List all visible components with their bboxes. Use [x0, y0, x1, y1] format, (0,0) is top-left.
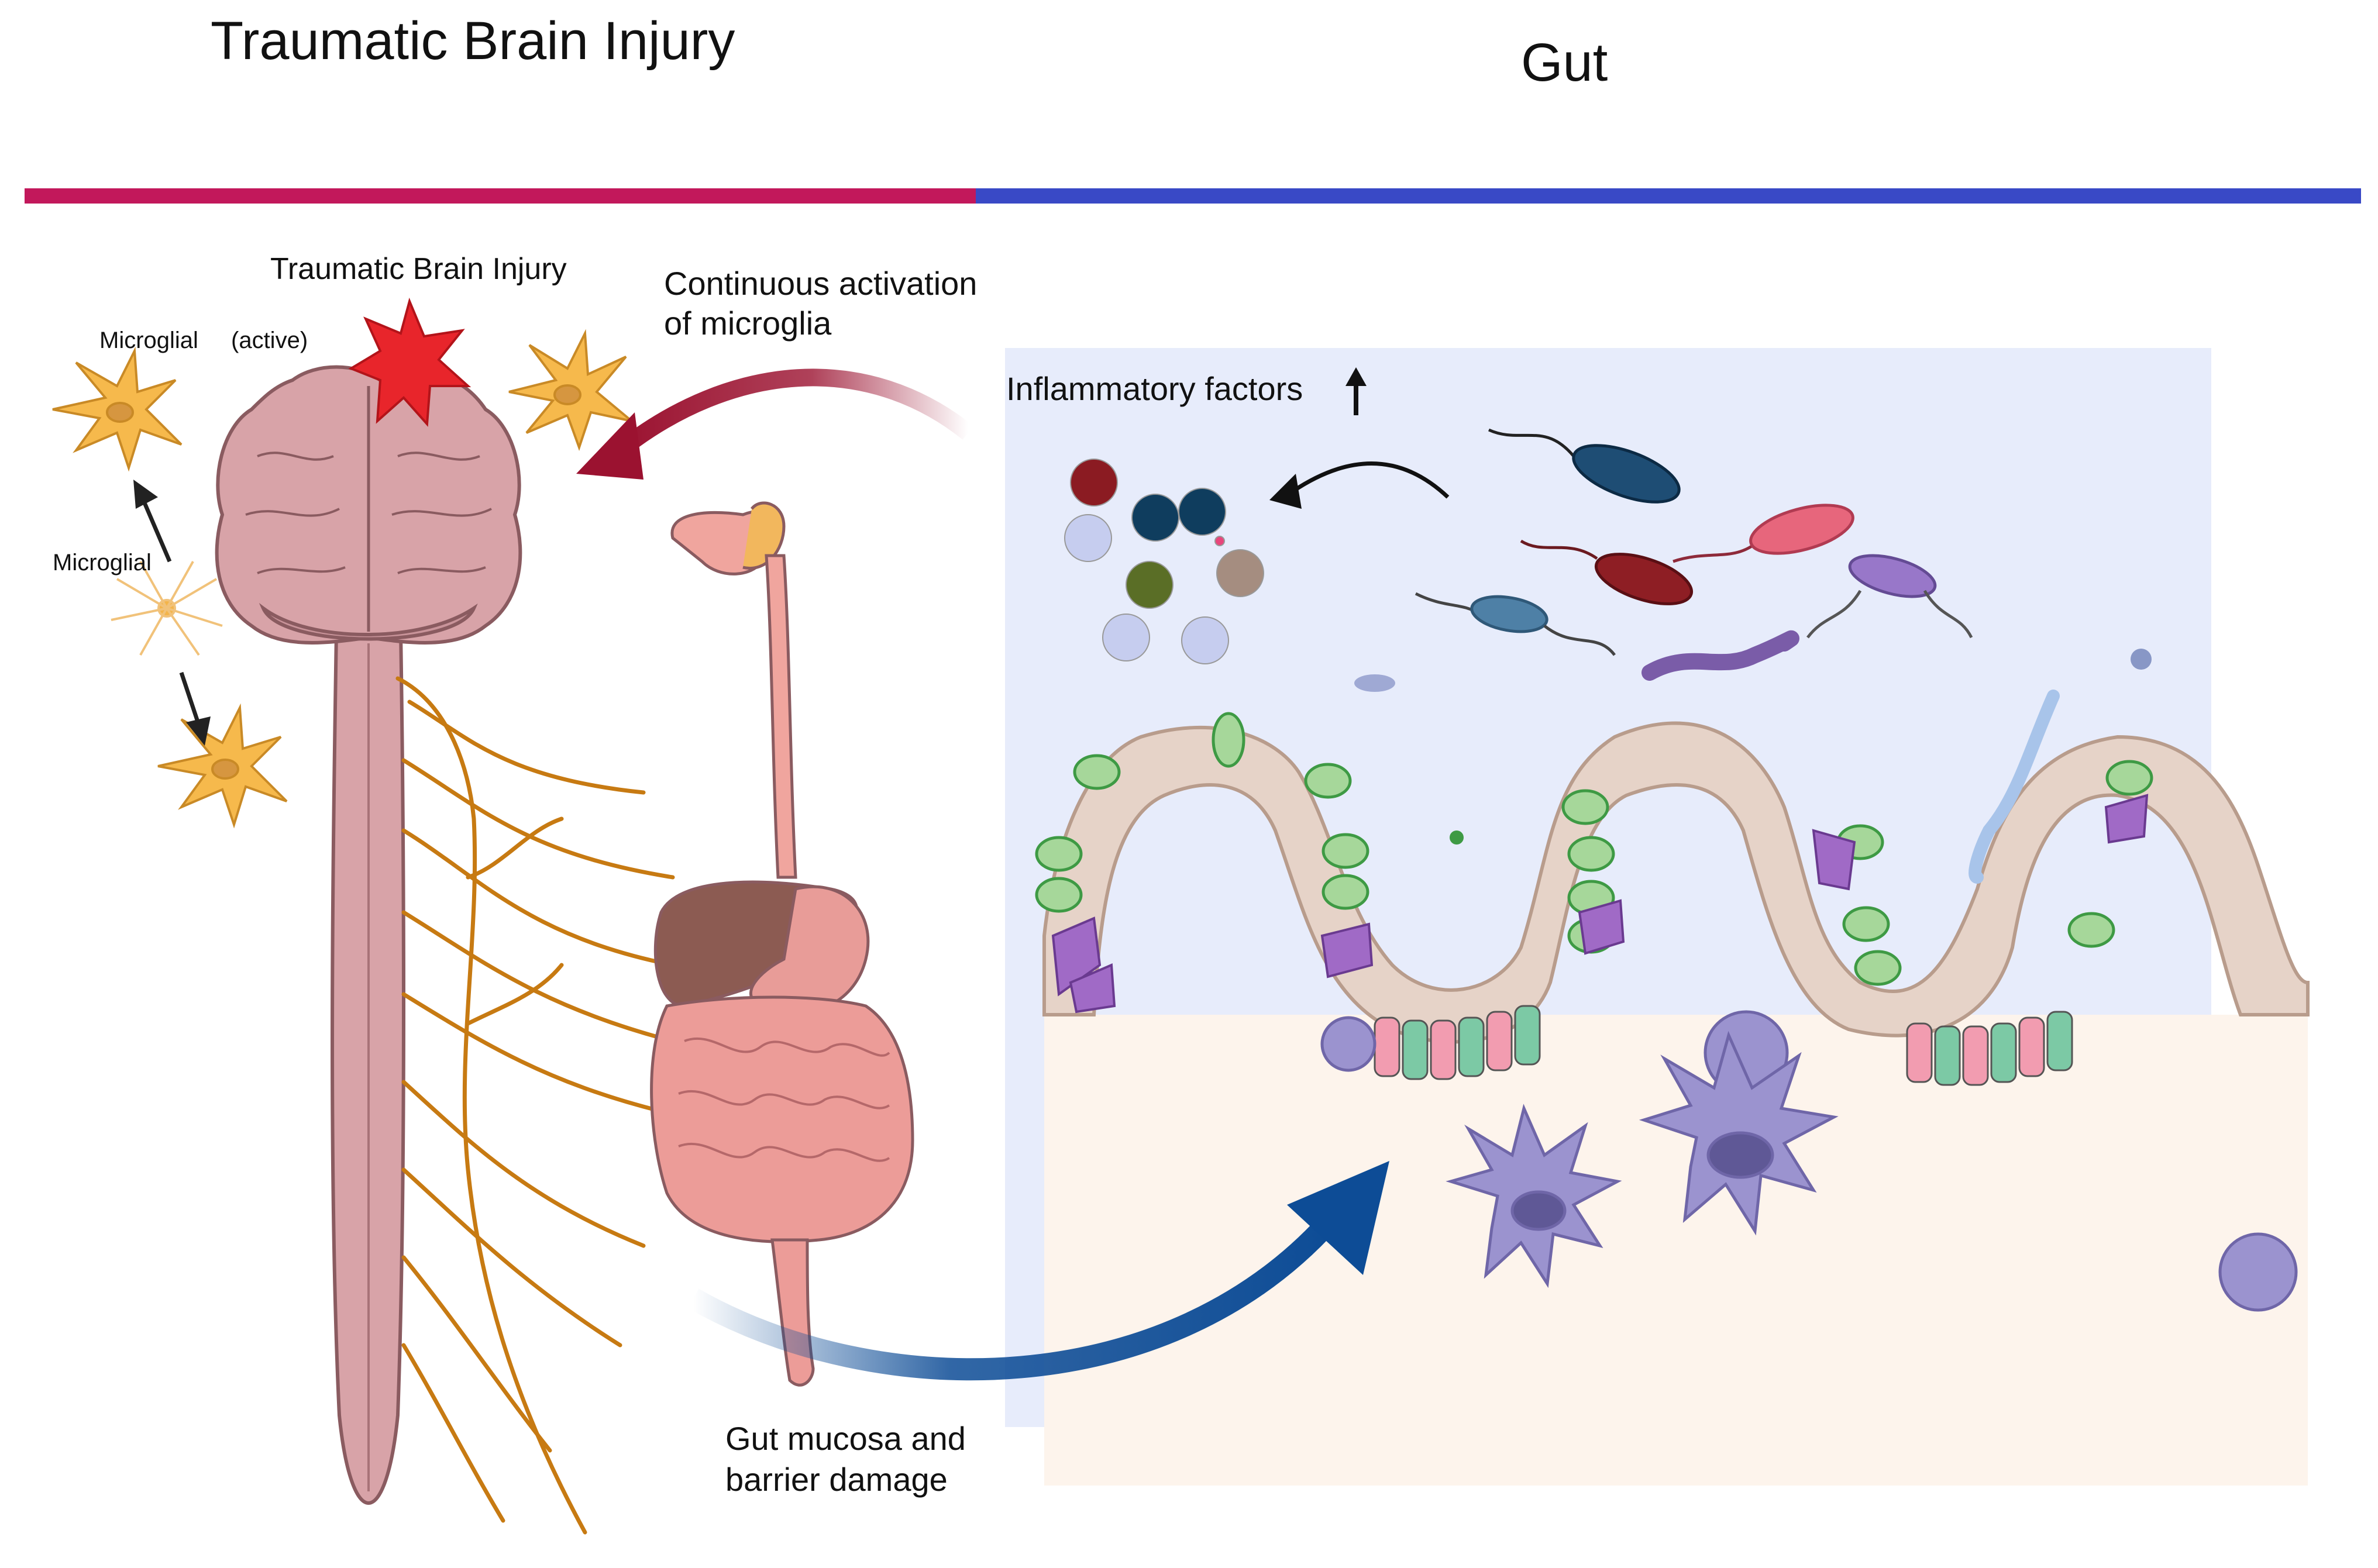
esophagus — [765, 554, 797, 879]
arrow-brain-to-gut-head — [1287, 1161, 1389, 1275]
label-tbi: Traumatic Brain Injury — [270, 252, 567, 286]
label-active: (active) — [231, 328, 308, 353]
gut-bacteria — [1354, 428, 2152, 884]
header-left-title: Traumatic Brain Injury — [211, 11, 735, 71]
label-microglial-resting: Microglial — [53, 550, 152, 575]
arrow-bacteria-to-factors-head — [1269, 474, 1302, 509]
microglia-active-cells — [52, 329, 633, 829]
arrow-microglia-up — [141, 499, 172, 563]
digestive-organs — [650, 501, 914, 1387]
arrow-bacteria-to-factors — [1292, 461, 1450, 499]
tuft-cells — [1051, 794, 2149, 1014]
arrow-microglia-down — [179, 671, 201, 726]
header-divider-left — [25, 188, 976, 204]
label-continuous-activation-1: Continuous activation — [664, 265, 978, 302]
brain — [215, 365, 522, 645]
nerves — [395, 676, 675, 1535]
intestines — [650, 995, 914, 1243]
inflammatory-factor-particles — [1064, 459, 1264, 664]
injury-star-icon — [348, 297, 472, 427]
label-continuous-activation-2: of microglia — [664, 305, 832, 342]
arrow-brain-to-gut — [687, 1209, 1343, 1381]
arrow-gut-to-brain — [614, 368, 974, 457]
immune-cells — [1320, 1010, 2298, 1312]
arrow-gut-to-brain-head — [576, 412, 643, 480]
microglia-active-1 — [52, 346, 183, 472]
crypt-cells — [1374, 1005, 2073, 1086]
label-gut-damage-1: Gut mucosa and — [725, 1420, 966, 1457]
rectum — [770, 1238, 815, 1387]
header-divider-right — [976, 188, 2361, 204]
dendritic-cell-1 — [1446, 1104, 1622, 1288]
gut-tissue-panel — [1044, 1015, 2308, 1486]
microglia-resting-cell — [111, 561, 223, 656]
microglia-active-2 — [508, 329, 633, 452]
header-right-title: Gut — [1521, 33, 1608, 92]
label-microglial-active: Microglial — [99, 328, 198, 353]
dendritic-cell-2 — [1639, 1031, 1839, 1236]
label-inflammatory-factors: Inflammatory factors — [1006, 370, 1303, 407]
label-gut-damage-2: barrier damage — [725, 1461, 948, 1498]
microglia-active-3 — [157, 703, 288, 829]
